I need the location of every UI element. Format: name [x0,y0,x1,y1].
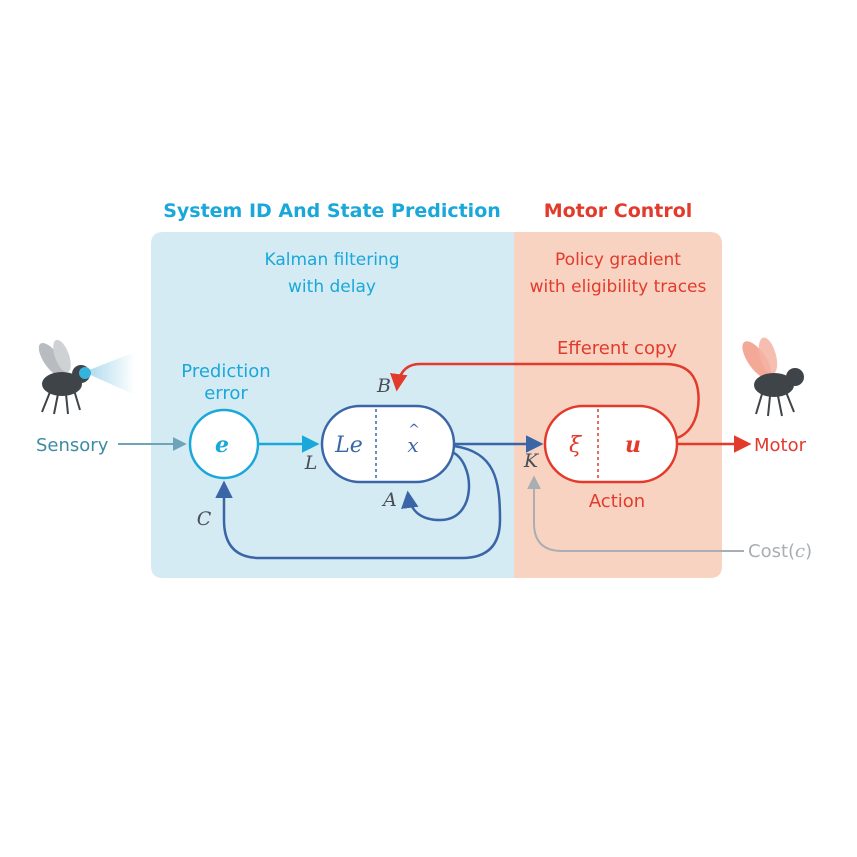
label-c: C [197,508,212,530]
node-xi-symbol: ξ [569,433,583,458]
label-a: A [381,489,397,511]
prediction-label-line2: error [204,383,248,404]
efferent-copy-arrow [390,362,700,440]
label-l: L [304,452,318,474]
action-label: Action [589,491,645,512]
node-xhat-symbol: x [407,433,418,457]
node-le-symbol: Le [334,433,363,458]
cost-label-text: Cost( [748,541,795,562]
action-node [543,404,679,484]
label-k: K [523,450,540,472]
efferent-copy-label: Efferent copy [557,338,677,359]
cost-arrow [527,475,744,552]
c-feedback-arrow [215,444,502,560]
cost-label: Cost(c) [748,541,812,562]
sensory-label: Sensory [36,435,109,456]
policy-subtitle-line2: with eligibility traces [530,277,707,297]
system-id-panel [151,232,514,578]
prediction-label-line1: Prediction [181,361,270,382]
cost-symbol: c [795,541,805,562]
section-title-system-id: System ID And State Prediction [163,200,501,222]
label-b: B [376,375,391,397]
node-xhat-hat: ^ [408,422,420,438]
fly-sensory-icon [38,339,135,415]
motor-label: Motor [754,435,807,456]
a-self-loop-arrow [401,450,471,522]
cost-label-close: ) [805,541,812,562]
node-u-symbol: u [625,432,641,458]
kalman-subtitle-line2: with delay [288,277,376,297]
policy-subtitle-line1: Policy gradient [555,250,681,270]
fly-motor-icon [742,337,804,417]
section-title-motor-control: Motor Control [544,200,693,222]
kalman-subtitle-line1: Kalman filtering [265,250,400,270]
node-e-symbol: e [215,432,229,458]
